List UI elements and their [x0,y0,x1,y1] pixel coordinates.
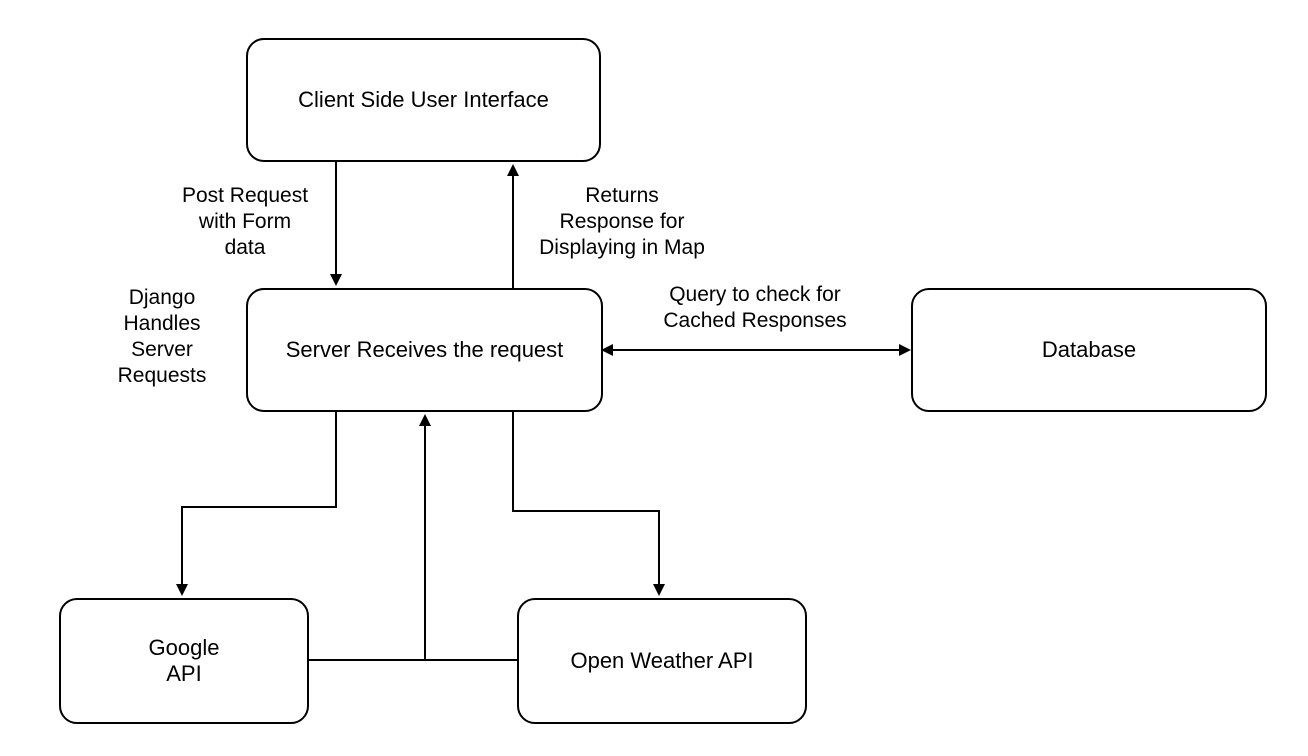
edge-server-to-google [176,412,337,596]
node-open-weather-api: Open Weather API [517,598,807,724]
label-django: Django Handles Server Requests [100,285,224,389]
node-google-api-line-1: Google [148,635,220,660]
node-server-label: Server Receives the request [285,337,564,362]
label-query-cache-line-1: Query to check for [669,283,841,306]
node-google-api-line-2: API [166,661,202,686]
label-returns-response-line-1: Returns [585,184,659,207]
node-client-ui: Client Side User Interface [246,38,601,162]
label-post-request: Post Request with Form data [155,183,335,261]
label-django-line-3: Server [131,338,193,361]
label-returns-response-line-2: Response for [559,210,685,233]
label-django-line-4: Requests [117,364,207,387]
label-post-request-line-3: data [224,236,266,259]
node-open-weather-api-label: Open Weather API [570,648,754,673]
label-post-request-line-1: Post Request [181,184,309,207]
node-google-api: Google API [59,598,309,724]
node-database-label: Database [1041,337,1137,362]
label-returns-response-line-3: Displaying in Map [539,236,705,259]
label-post-request-line-2: with Form [198,210,292,233]
label-returns-response: Returns Response for Displaying in Map [512,183,732,261]
node-client-ui-label: Client Side User Interface [298,87,549,112]
node-database: Database [911,288,1267,412]
label-query-cache-line-2: Cached Responses [663,309,847,332]
label-query-cache: Query to check for Cached Responses [640,282,870,334]
label-django-line-2: Handles [123,312,201,335]
edge-server-to-weather [512,412,665,596]
label-django-line-1: Django [128,286,196,309]
node-server: Server Receives the request [246,288,603,412]
